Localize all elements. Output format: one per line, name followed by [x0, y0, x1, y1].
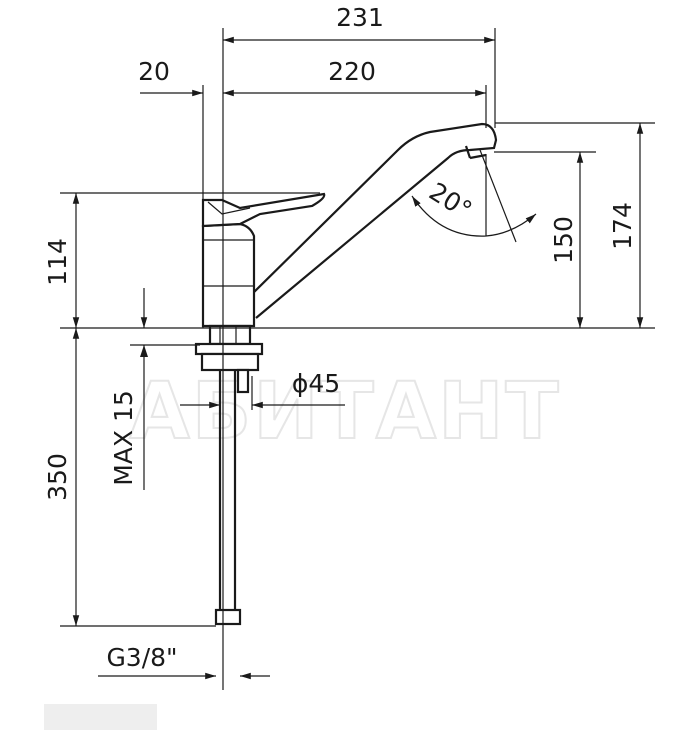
dim-arc-20deg: [411, 195, 537, 237]
dim-body-height: 114: [43, 238, 72, 286]
dim-mount-diameter: ϕ45: [292, 369, 340, 398]
watermark-text: АБИТАНТ: [129, 367, 560, 457]
faucet-outline: [194, 122, 498, 626]
dim-max-deck: MAX 15: [109, 390, 138, 486]
dim-overall-reach: 231: [336, 3, 384, 32]
base-collar: [208, 324, 252, 346]
spout-outlet-tip: [469, 153, 487, 160]
dim-spout-angle: 20°: [424, 177, 477, 225]
deck-plate: [194, 342, 264, 356]
lever-detail: [207, 201, 251, 215]
dim-spout-reach: 220: [328, 57, 376, 86]
mounting-stud: [236, 368, 250, 394]
dimension-lines: [72, 36, 644, 680]
extension-lines: [60, 28, 655, 690]
lever-handle: [201, 192, 326, 228]
footer-bar: [44, 704, 157, 730]
hose-connector: [214, 608, 242, 626]
dim-connection-thread: G3/8": [106, 643, 177, 672]
dim-outlet-height: 150: [549, 216, 578, 264]
mount-nut: [200, 352, 260, 372]
spout: [244, 122, 498, 319]
faucet-body: [201, 222, 256, 328]
dim-body-offset: 20: [138, 57, 170, 86]
dim-total-height: 174: [608, 202, 637, 250]
spout-outlet: [464, 145, 472, 159]
dim-hose-length: 350: [43, 453, 72, 501]
dimension-labels: 231 20 220 114 20° 150 174 ϕ45 MAX 15 35…: [43, 3, 637, 672]
dim-arrow-max15: [140, 345, 148, 357]
